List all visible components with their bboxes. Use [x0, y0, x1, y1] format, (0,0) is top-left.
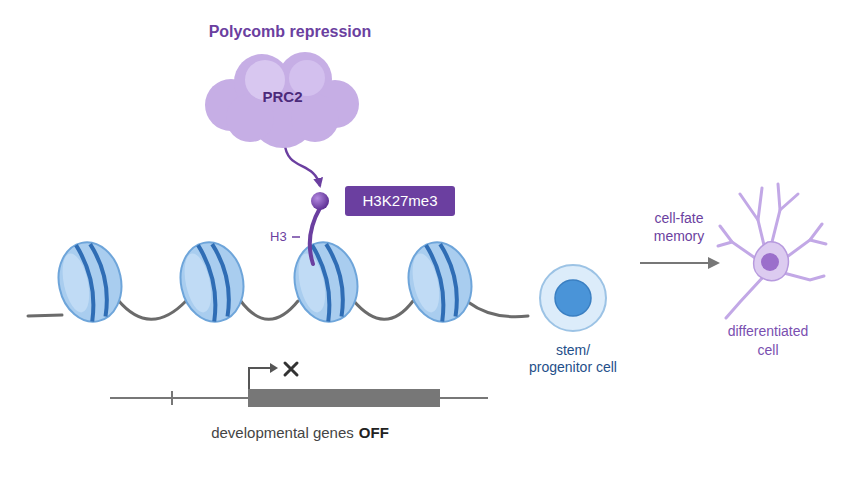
neuron-branch	[758, 188, 762, 220]
neuron-branch	[780, 272, 824, 280]
neuron-cell: differentiated cell	[718, 180, 818, 358]
neuron-branch	[810, 240, 826, 244]
cloud-shape	[205, 52, 359, 148]
nucleosomes	[51, 236, 478, 327]
connector-arrow	[285, 142, 321, 186]
neuron-soma	[754, 242, 789, 281]
cell-nucleus	[555, 280, 591, 316]
neuron-branch	[770, 184, 780, 250]
gene-caption: developmental genes	[211, 424, 354, 441]
neuron-branch	[718, 242, 732, 246]
gene-state: OFF	[359, 424, 389, 441]
stem-cell: stem/ progenitor cell	[510, 262, 636, 380]
bond-dash	[292, 236, 300, 238]
neuron-processes	[718, 184, 826, 318]
connector-arrow	[640, 262, 718, 264]
edge-label: cell-fate memory	[637, 209, 721, 245]
neuron-branch	[780, 194, 798, 210]
neuron-branch	[726, 276, 764, 318]
node-text: PRC2	[205, 88, 360, 105]
diagram-title: Polycomb repression	[170, 23, 410, 41]
histone-tail	[310, 208, 320, 264]
methyl-ball	[311, 192, 329, 210]
protein-complex: PRC2	[205, 52, 360, 142]
neuron-nucleus	[761, 253, 779, 271]
node-text: differentiated cell	[718, 322, 818, 360]
histone-mark: H3K27me3	[308, 186, 456, 216]
gene-locus	[110, 363, 488, 407]
histone-label: H3	[270, 229, 287, 244]
gene-caption-row: developmental genes OFF	[100, 424, 500, 441]
cell-membrane	[540, 265, 606, 331]
node-text: stem/ progenitor cell	[525, 342, 621, 376]
node-text: H3K27me3	[345, 186, 455, 216]
